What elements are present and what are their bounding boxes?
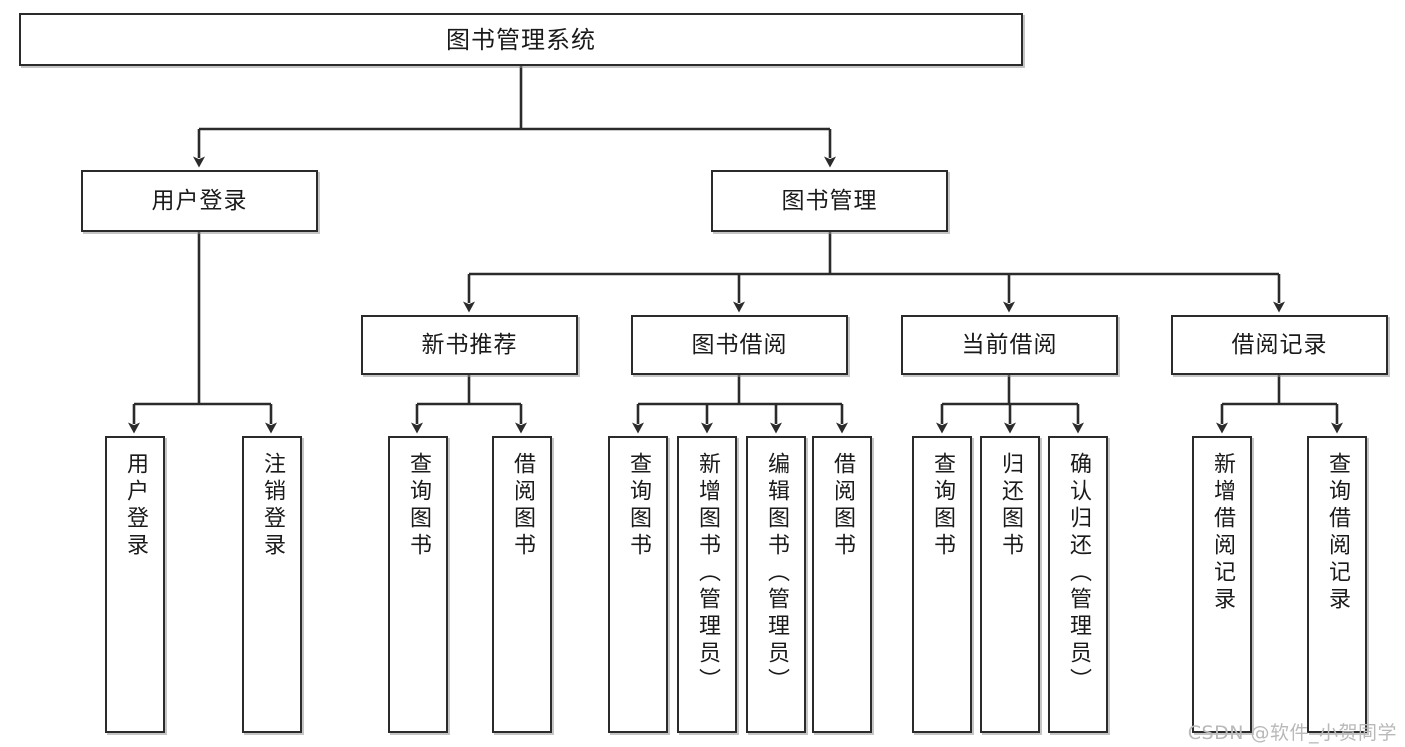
node-user-login[interactable]: 用户登录	[81, 170, 318, 232]
node-borrow-book-2[interactable]: 借阅图书	[812, 436, 872, 733]
node-label: 查询图书	[406, 452, 431, 560]
node-add-book[interactable]: 新增图书（管理员）	[677, 436, 737, 733]
node-label: 确认归还（管理员）	[1066, 452, 1091, 695]
node-label: 查询图书	[930, 452, 955, 560]
node-label: 新增图书（管理员）	[695, 452, 720, 695]
node-query-borrow-record[interactable]: 查询借阅记录	[1307, 436, 1367, 733]
node-label: 借阅图书	[830, 452, 855, 560]
node-query-book-1[interactable]: 查询图书	[388, 436, 448, 733]
node-book-management[interactable]: 图书管理	[711, 170, 948, 232]
node-label: 编辑图书（管理员）	[764, 452, 789, 695]
node-label: 新增借阅记录	[1210, 452, 1235, 614]
node-confirm-return[interactable]: 确认归还（管理员）	[1048, 436, 1108, 733]
node-add-borrow-record[interactable]: 新增借阅记录	[1192, 436, 1252, 733]
node-label: 图书借阅	[691, 331, 788, 358]
node-borrow-book-1[interactable]: 借阅图书	[492, 436, 552, 733]
node-edit-book[interactable]: 编辑图书（管理员）	[746, 436, 806, 733]
node-label: 新书推荐	[421, 331, 518, 358]
node-label: 借阅图书	[510, 452, 535, 560]
node-query-book-3[interactable]: 查询图书	[912, 436, 972, 733]
node-label: 查询图书	[626, 452, 651, 560]
node-return-book[interactable]: 归还图书	[980, 436, 1040, 733]
node-user-logout-leaf[interactable]: 注销登录	[242, 436, 302, 733]
node-label: 当前借阅	[961, 331, 1058, 358]
node-label: 注销登录	[260, 452, 285, 560]
node-label: 用户登录	[151, 187, 248, 214]
node-root-system[interactable]: 图书管理系统	[19, 13, 1023, 66]
node-new-book-recommend[interactable]: 新书推荐	[361, 315, 578, 375]
node-label: 图书管理系统	[446, 25, 596, 54]
node-current-borrow[interactable]: 当前借阅	[901, 315, 1118, 375]
node-label: 归还图书	[998, 452, 1023, 560]
node-label: 用户登录	[123, 452, 148, 560]
node-label: 借阅记录	[1231, 331, 1328, 358]
node-query-book-2[interactable]: 查询图书	[608, 436, 668, 733]
node-borrow-record[interactable]: 借阅记录	[1171, 315, 1388, 375]
node-label: 查询借阅记录	[1325, 452, 1350, 614]
node-label: 图书管理	[781, 187, 878, 214]
node-book-borrow[interactable]: 图书借阅	[631, 315, 848, 375]
node-user-login-leaf[interactable]: 用户登录	[105, 436, 165, 733]
